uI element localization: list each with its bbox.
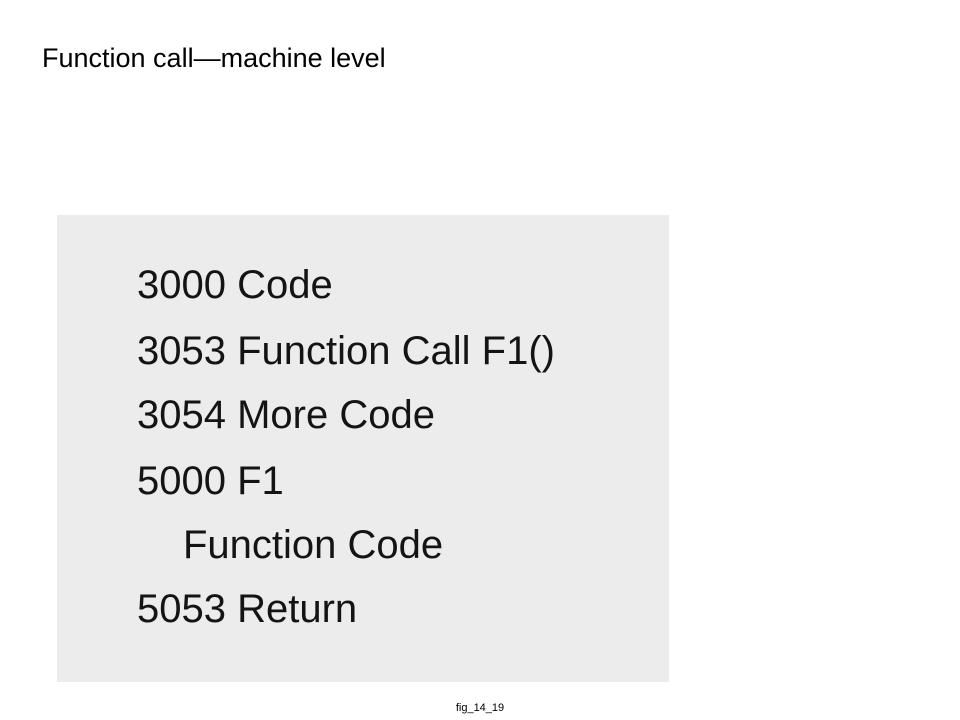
code-line-function-code: Function Code bbox=[183, 523, 444, 567]
figure-caption: fig_14_19 bbox=[455, 702, 505, 714]
code-line-3054: 3054 More Code bbox=[137, 393, 435, 437]
code-line-3000: 3000 Code bbox=[137, 263, 333, 307]
code-listing-panel: 3000 Code 3053 Function Call F1() 3054 M… bbox=[57, 215, 669, 682]
code-line-3053: 3053 Function Call F1() bbox=[137, 329, 555, 373]
code-line-5053: 5053 Return bbox=[137, 587, 358, 631]
code-line-5000: 5000 F1 bbox=[137, 459, 284, 503]
slide-title: Function call—machine level bbox=[42, 43, 386, 73]
